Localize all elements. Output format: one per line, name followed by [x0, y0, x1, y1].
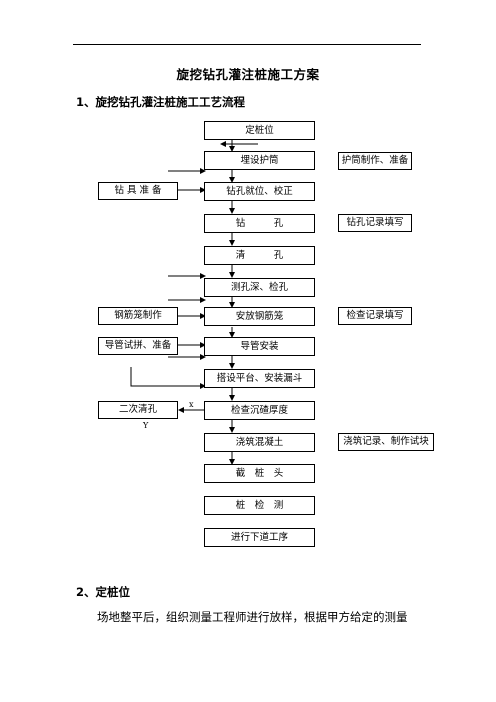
record-box: 检查记录填写 [338, 307, 412, 325]
document-title: 旋挖钻孔灌注桩施工方案 [176, 67, 320, 82]
step-box: 进行下道工序 [204, 528, 315, 547]
section-heading-1: 1、旋挖钻孔灌注桩施工工艺流程 [76, 95, 245, 109]
step-box: 搭设平台、安装漏斗 [204, 369, 315, 388]
step-box: 检查沉碴厚度 [204, 401, 315, 420]
section-heading-2: 2、定桩位 [76, 585, 131, 599]
branch-label-y: Y [143, 421, 149, 430]
step-box: 定桩位 [204, 121, 315, 140]
prep-box: 钻 具 准 备 [98, 182, 178, 200]
prep-box: 导管试拼、准备 [98, 337, 178, 355]
record-box: 钻孔记录填写 [338, 214, 412, 232]
step-box: 导管安装 [204, 337, 315, 356]
header-rule [73, 44, 421, 45]
body-paragraph: 场地整平后，组织测量工程师进行放样，根据甲方给定的测量 [97, 610, 408, 624]
step-box: 埋设护筒 [204, 151, 315, 170]
record-box: 浇筑记录、制作试块 [338, 433, 434, 451]
step-box: 清 孔 [204, 246, 315, 265]
step-box: 浇筑混凝土 [204, 433, 315, 452]
prep-box: 二次清孔 [98, 401, 178, 419]
record-box: 护筒制作、准备 [338, 152, 412, 170]
step-box: 钻孔就位、校正 [204, 182, 315, 201]
branch-label-x: x [189, 400, 194, 409]
step-box: 截 桩 头 [204, 464, 315, 483]
step-box: 钻 孔 [204, 214, 315, 233]
step-box: 桩 检 测 [204, 496, 315, 515]
prep-box: 钢筋笼制作 [98, 307, 178, 325]
step-box: 测孔深、检孔 [204, 278, 315, 297]
step-box: 安放钢筋笼 [204, 307, 315, 326]
